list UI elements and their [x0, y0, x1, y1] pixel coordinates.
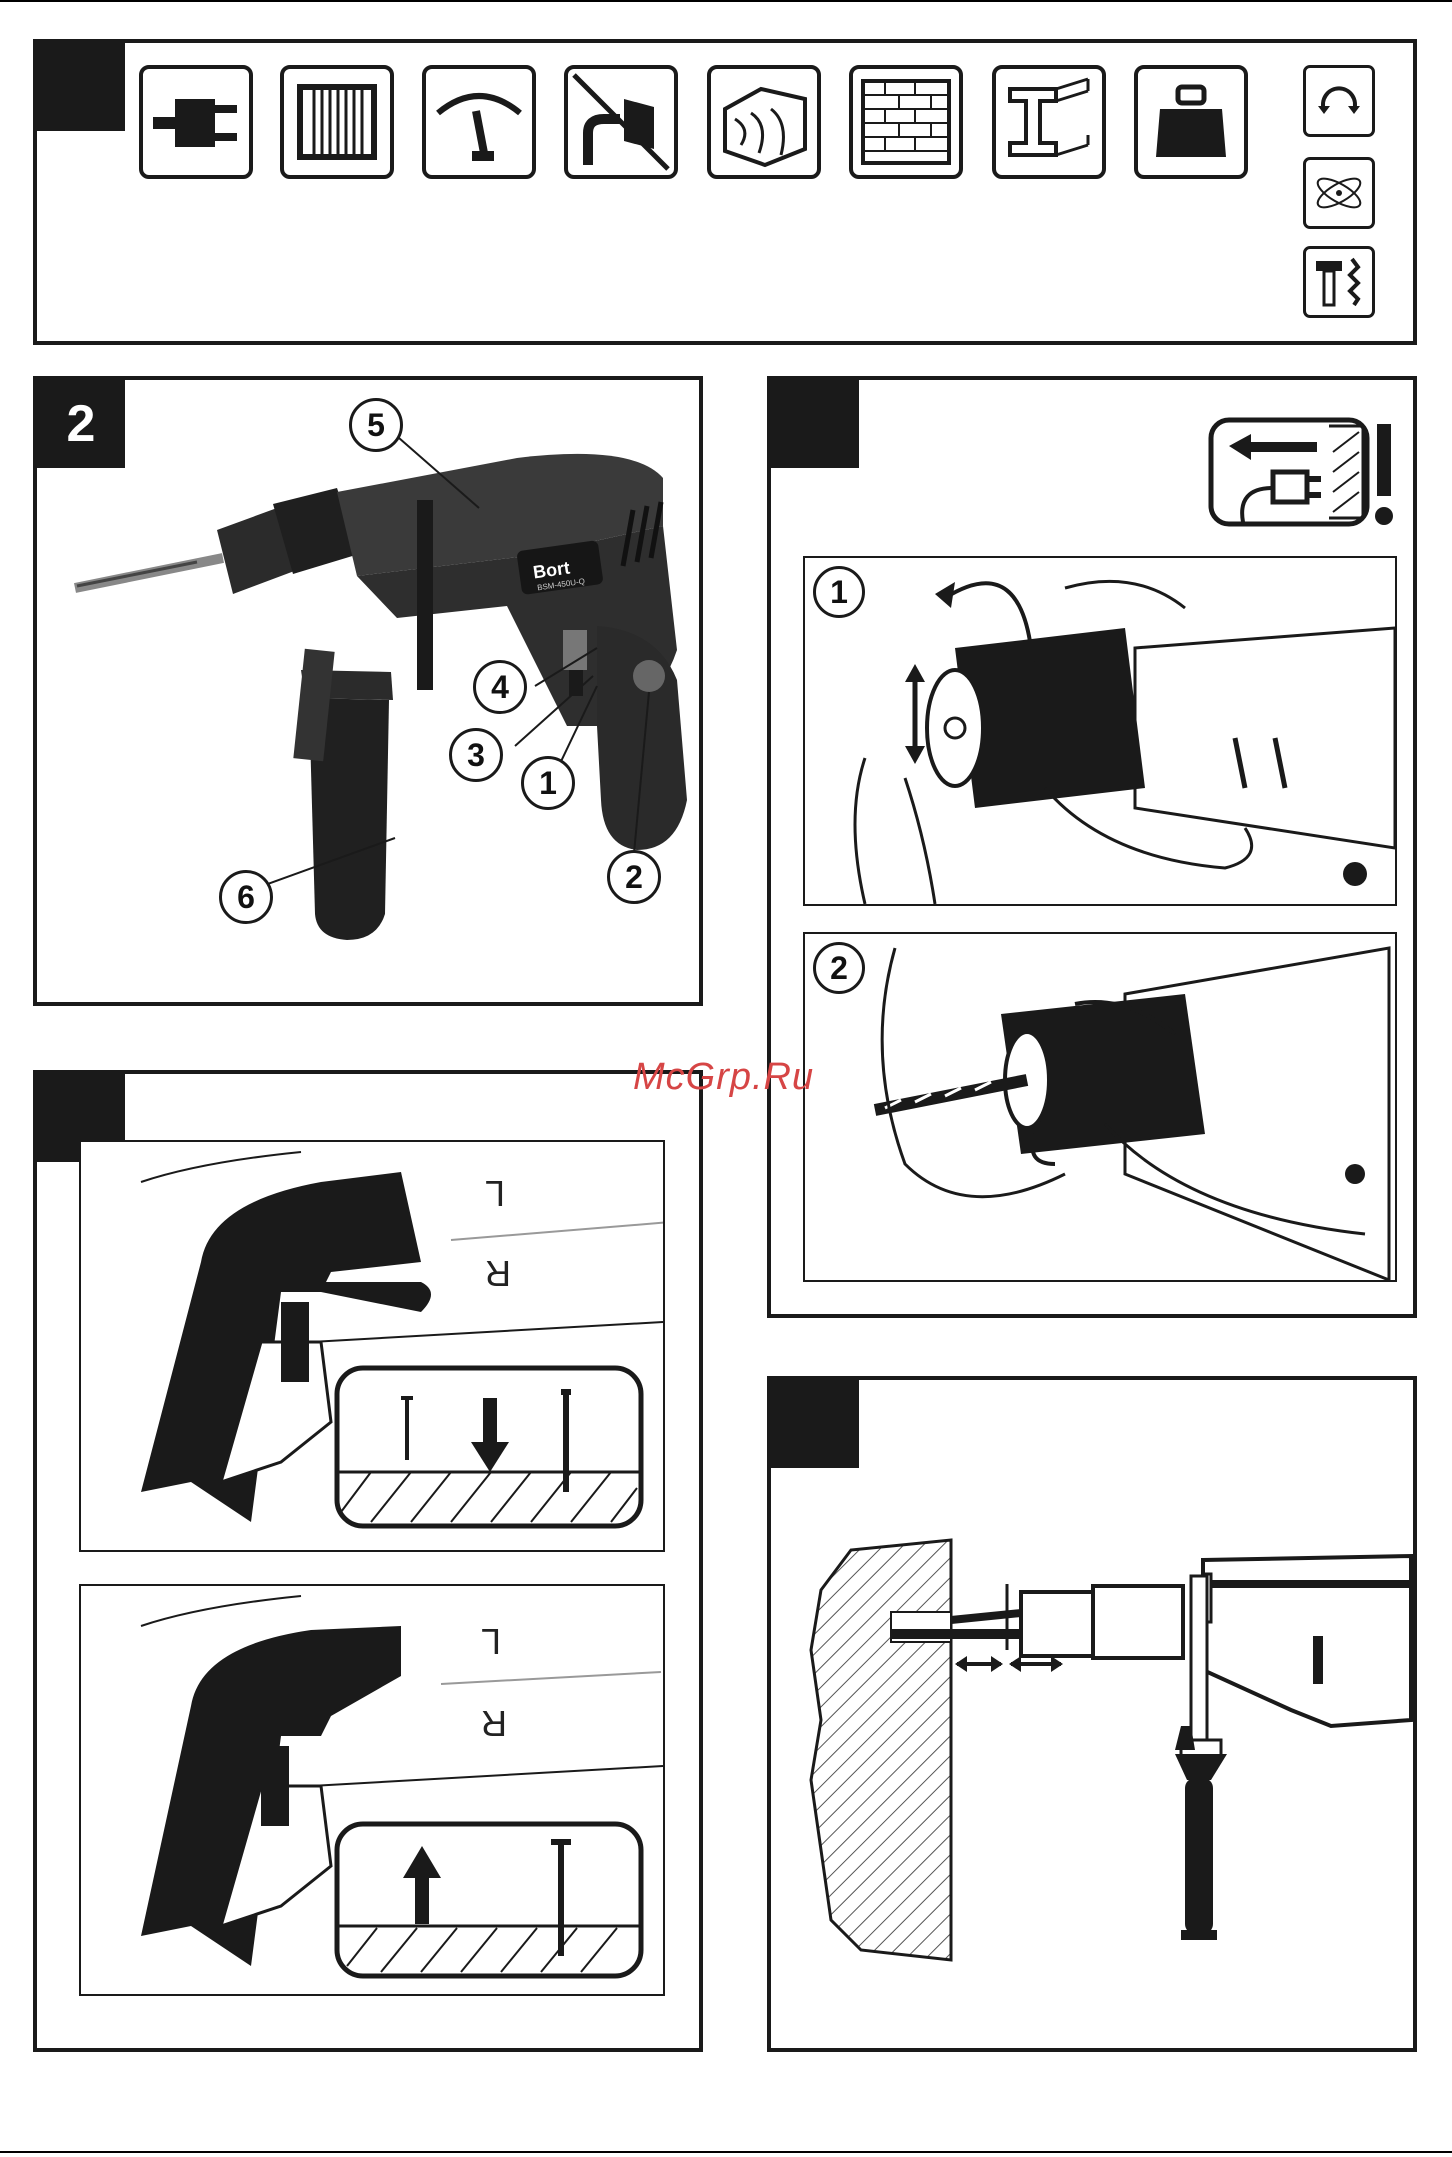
weight-icon	[1134, 65, 1248, 179]
bottom-rule	[0, 2151, 1452, 2153]
brick-wall-icon	[849, 65, 963, 179]
hammer-drill-mode-icon	[1303, 246, 1375, 318]
direction-label-left: L	[485, 1172, 505, 1214]
wood-icon	[707, 65, 821, 179]
callout-5: 5	[349, 398, 403, 452]
panel-chuck-insertion: 1 2	[767, 376, 1417, 1318]
chuck-step-1-frame: 1	[803, 556, 1397, 906]
steel-beam-icon	[992, 65, 1106, 179]
callout-1: 1	[521, 756, 575, 810]
speedometer-icon	[422, 65, 536, 179]
chuck-step-2-frame: 2	[803, 932, 1397, 1282]
callout-3: 3	[449, 728, 503, 782]
drill-illustration	[37, 380, 699, 1002]
chuck-loosen-illustration	[805, 558, 1395, 904]
depth-stop-illustration	[771, 1380, 1413, 2048]
direction-reverse-frame: L R	[79, 1584, 665, 1996]
rotation-icon	[1303, 65, 1375, 137]
top-rule	[0, 0, 1452, 2]
switch-forward-illustration	[81, 1142, 663, 1550]
callout-2: 2	[607, 850, 661, 904]
callout-6: 6	[219, 870, 273, 924]
callout-4: 4	[473, 660, 527, 714]
direction-label-right: R	[485, 1252, 511, 1294]
bit-insert-illustration	[805, 934, 1395, 1280]
watermark: McGrp.Ru	[633, 1056, 814, 1099]
vibration-icon	[1303, 157, 1375, 229]
panel-drill-overview: 2 Bort B	[33, 376, 703, 1006]
direction-label-left: L	[481, 1620, 501, 1662]
switch-reverse-illustration	[81, 1586, 663, 1994]
direction-forward-frame: L R	[79, 1140, 665, 1552]
no-water-icon	[564, 65, 678, 179]
motor-winding-icon	[280, 65, 394, 179]
direction-label-right: R	[481, 1702, 507, 1744]
plug-icon	[139, 65, 253, 179]
panel-rotation-direction: L R L R	[33, 1070, 703, 2052]
panel-specs-icons	[33, 39, 1417, 345]
unplug-warning-icon	[1207, 412, 1401, 532]
panel-depth-stop	[767, 1376, 1417, 2052]
panel-corner-block	[771, 380, 859, 468]
panel-corner-block	[37, 43, 125, 131]
